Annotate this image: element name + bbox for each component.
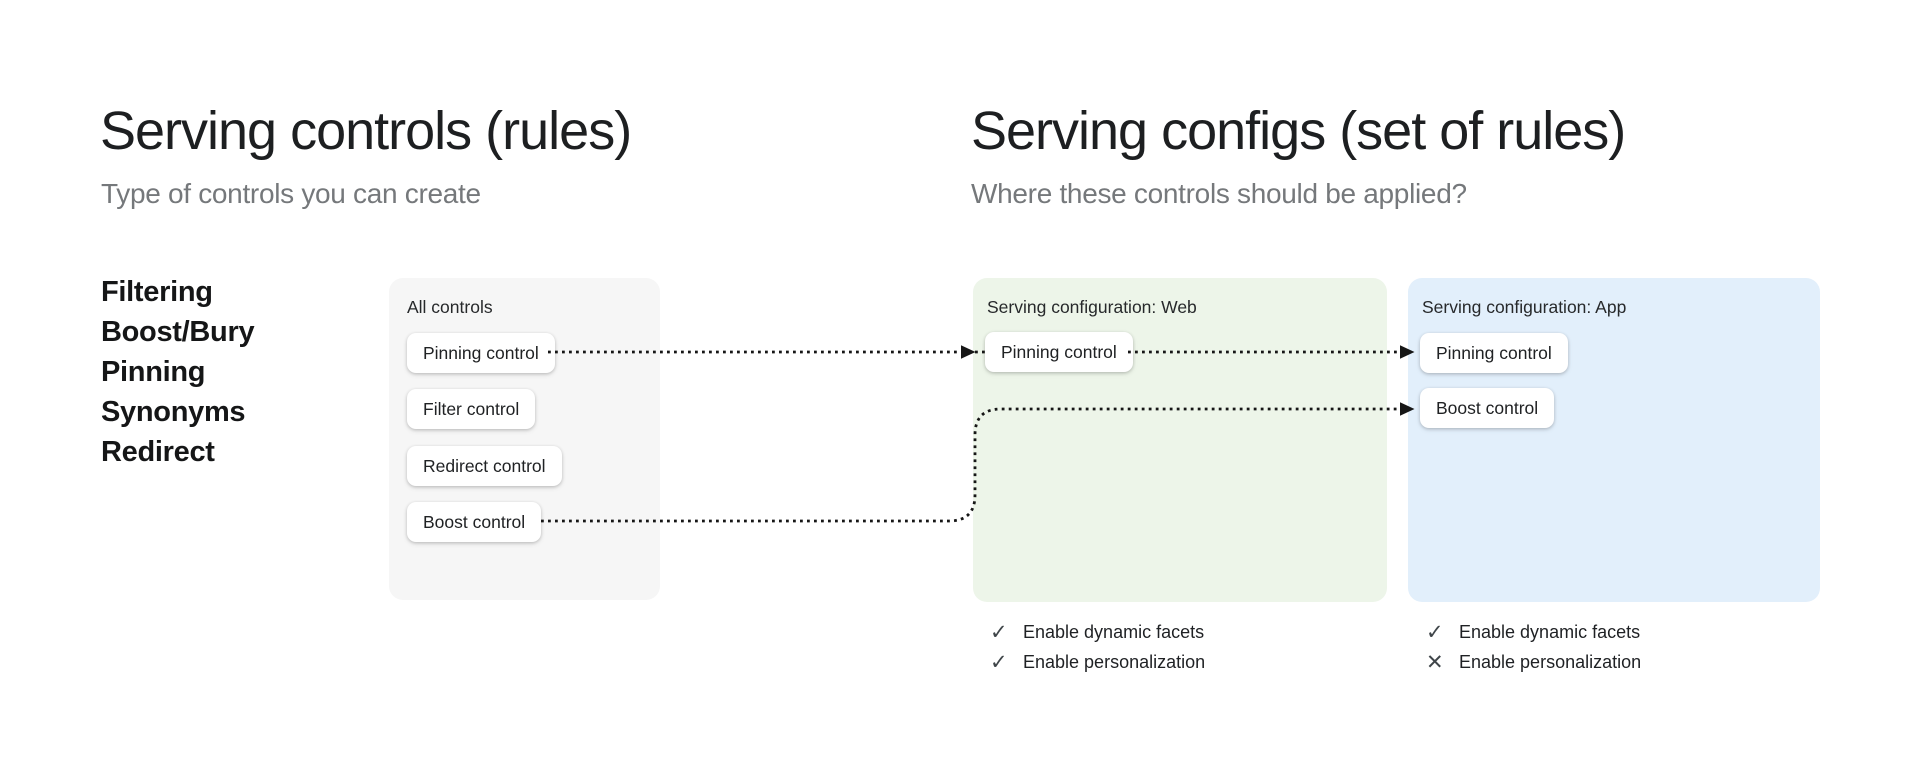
feature-label: Enable dynamic facets [1023, 621, 1205, 642]
all-controls-card-label: All controls [407, 297, 493, 317]
serving-controls-subtitle: Type of controls you can create [101, 178, 481, 209]
web-config-card-label: Serving configuration: Web [987, 297, 1197, 317]
feature-row: ✕ Enable personalization [1426, 647, 1641, 677]
all-controls-card: All controls Pinning control Filter cont… [389, 278, 660, 600]
check-icon: ✓ [990, 649, 1008, 674]
web-config-features: ✓ Enable dynamic facets ✓ Enable persona… [990, 617, 1205, 677]
app-config-card-label: Serving configuration: App [1422, 297, 1627, 317]
serving-configs-subtitle: Where these controls should be applied? [971, 178, 1467, 209]
feature-label: Enable dynamic facets [1459, 621, 1641, 642]
all-controls-boost-control-chip[interactable]: Boost control [407, 502, 542, 542]
app-config-card: Serving configuration: App Pinning contr… [1408, 278, 1820, 602]
feature-row: ✓ Enable dynamic facets [990, 617, 1205, 647]
check-icon: ✓ [1426, 619, 1444, 644]
control-type-pinning: Pinning [101, 356, 206, 388]
feature-row: ✓ Enable dynamic facets [1426, 617, 1641, 647]
app-config-boost-control-chip[interactable]: Boost control [1420, 388, 1555, 428]
feature-label: Enable personalization [1023, 651, 1206, 672]
feature-row: ✓ Enable personalization [990, 647, 1205, 677]
serving-configs-title: Serving configs (set of rules) [971, 101, 1626, 161]
check-icon: ✓ [990, 619, 1008, 644]
web-config-card: Serving configuration: Web Pinning contr… [973, 278, 1387, 602]
control-type-redirect: Redirect [101, 436, 215, 468]
control-type-boost-bury: Boost/Bury [101, 316, 255, 348]
all-controls-filter-control-chip[interactable]: Filter control [407, 389, 536, 429]
feature-label: Enable personalization [1459, 651, 1642, 672]
serving-controls-title: Serving controls (rules) [100, 101, 632, 161]
web-config-pinning-control-chip[interactable]: Pinning control [985, 332, 1133, 372]
control-type-synonyms: Synonyms [101, 396, 246, 428]
x-icon: ✕ [1426, 649, 1444, 674]
all-controls-redirect-control-chip[interactable]: Redirect control [407, 446, 562, 486]
control-type-filtering: Filtering [101, 276, 213, 308]
all-controls-pinning-control-chip[interactable]: Pinning control [407, 333, 555, 373]
app-config-features: ✓ Enable dynamic facets ✕ Enable persona… [1426, 617, 1641, 677]
app-config-pinning-control-chip[interactable]: Pinning control [1420, 333, 1568, 373]
control-type-list: Filtering Boost/Bury Pinning Synonyms Re… [101, 272, 255, 472]
